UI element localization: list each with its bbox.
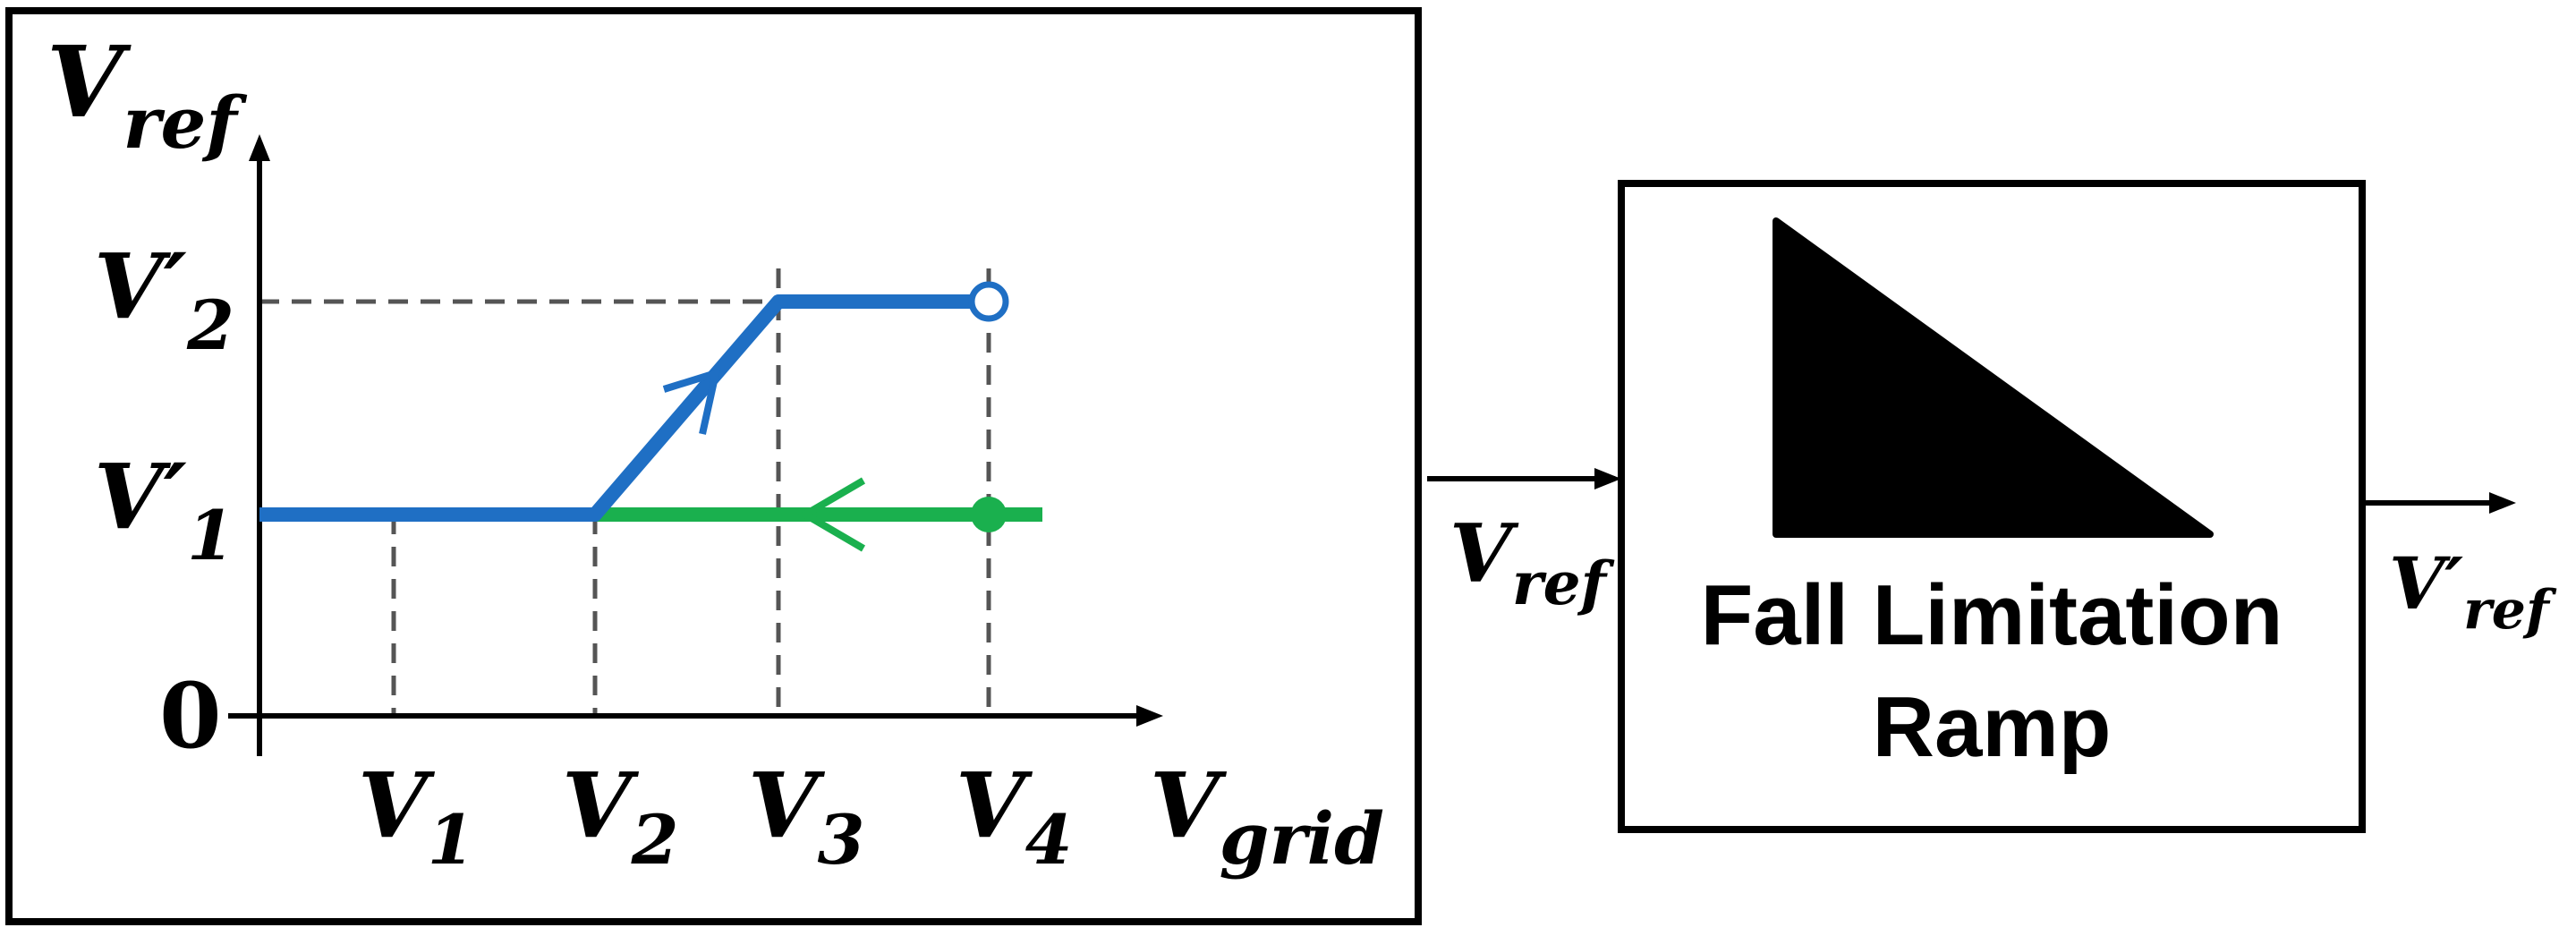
x-axis-arrowhead	[1136, 705, 1163, 727]
output-signal-label: V′ref	[2389, 541, 2557, 642]
y-tick-label-vp1: V′1	[94, 444, 234, 575]
x-tick-label-v3: V3	[748, 753, 864, 880]
blue-direction-arrow	[662, 368, 721, 435]
y-axis-arrowhead	[249, 134, 270, 161]
x-tick-label-v4: V4	[956, 753, 1072, 880]
x-tick-label-v1: V1	[358, 753, 474, 880]
ramp-triangle-icon	[1773, 217, 2214, 538]
y-tick-label-vp2: V′2	[94, 234, 234, 365]
origin-label: 0	[159, 663, 222, 769]
block-label-line2: Ramp	[1873, 679, 2112, 775]
output-arrowhead	[2489, 492, 2516, 514]
graph-frame	[5, 7, 1422, 925]
fall-limitation-ramp-block	[1618, 180, 2366, 833]
input-signal-label: Vref	[1450, 506, 1615, 618]
y-axis-label: Vref	[47, 24, 247, 165]
block-label-line1: Fall Limitation	[1701, 567, 2283, 663]
green-closed-dot	[971, 497, 1007, 532]
blue-line	[259, 294, 980, 522]
blue-open-dot	[968, 281, 1009, 322]
guide-lines	[259, 268, 991, 716]
x-axis-label: Vgrid	[1150, 753, 1384, 881]
x-tick-label-v2: V2	[562, 753, 678, 880]
input-arrowhead	[1594, 468, 1621, 489]
increasing-path	[259, 281, 1009, 522]
axes	[228, 134, 1163, 756]
green-direction-arrow	[798, 477, 866, 552]
